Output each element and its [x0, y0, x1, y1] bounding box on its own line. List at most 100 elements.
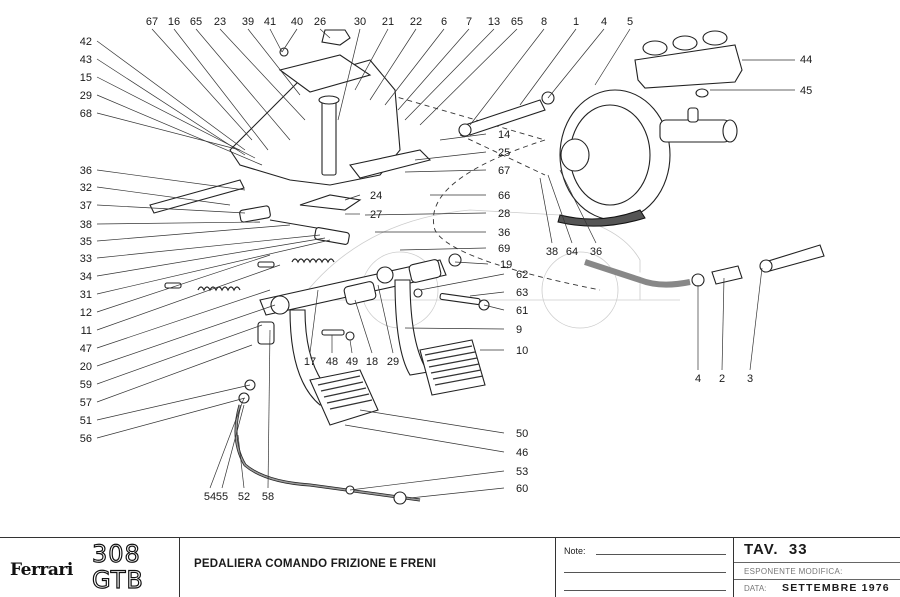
part-callout-9: 9 [516, 324, 522, 336]
part-callout-44: 44 [800, 54, 812, 66]
leader-line [96, 344, 253, 403]
leader-line [439, 133, 487, 141]
leader-line [96, 239, 331, 295]
leader-line [96, 204, 246, 214]
part-callout-57: 57 [80, 397, 92, 409]
part-callout-33: 33 [80, 253, 92, 265]
part-callout-8: 8 [541, 16, 547, 28]
leader-line [344, 424, 505, 453]
assembly-line-3 [459, 134, 546, 176]
leader-line [96, 224, 291, 242]
part-callout-58: 58 [262, 491, 274, 503]
part-callout-7: 7 [466, 16, 472, 28]
part-callout-69: 69 [498, 243, 510, 255]
part-callout-64: 64 [566, 246, 578, 258]
push-rod [458, 91, 555, 137]
part-callout-53: 53 [516, 466, 528, 478]
part-callout-13: 13 [488, 16, 500, 28]
fluid-hose [584, 244, 825, 288]
leader-line [96, 324, 263, 385]
part-callout-6: 6 [441, 16, 447, 28]
model-name-logo: GTB [91, 566, 144, 594]
leader-line [364, 212, 487, 216]
leader-line [267, 329, 271, 489]
leader-line [397, 28, 470, 111]
notes-line-2 [564, 572, 726, 573]
revision-label: ESPONENTE MODIFICA: [744, 567, 843, 576]
part-callout-15: 15 [80, 72, 92, 84]
part-callout-26: 26 [314, 16, 326, 28]
part-callout-25: 25 [498, 147, 510, 159]
leader-line [209, 397, 245, 489]
leader-line [469, 291, 505, 297]
part-callout-36: 36 [80, 165, 92, 177]
leader-line [594, 28, 631, 86]
sheet-number: TAV. 33 [744, 541, 808, 558]
leader-line [419, 273, 505, 291]
part-callout-38: 38 [80, 219, 92, 231]
part-callout-29: 29 [80, 90, 92, 102]
leader-line [539, 177, 553, 244]
part-callout-43: 43 [80, 54, 92, 66]
part-callout-17: 17 [304, 356, 316, 368]
part-callout-68: 68 [80, 108, 92, 120]
leader-line [96, 40, 246, 151]
part-callout-27: 27 [370, 209, 382, 221]
part-callout-4: 4 [601, 16, 607, 28]
part-callout-35: 35 [80, 236, 92, 248]
leader-line [281, 28, 298, 53]
part-callout-37: 37 [80, 200, 92, 212]
leader-line [384, 28, 445, 106]
leader-line [354, 299, 373, 354]
leader-line [409, 487, 505, 499]
part-callout-36: 36 [498, 227, 510, 239]
part-callout-20: 20 [80, 361, 92, 373]
brake-pedal [394, 279, 486, 396]
notes-line-1 [596, 554, 726, 555]
part-callout-65: 65 [511, 16, 523, 28]
leader-line [247, 28, 301, 96]
part-callout-18: 18 [366, 356, 378, 368]
part-callout-3: 3 [747, 373, 753, 385]
part-callout-67: 67 [146, 16, 158, 28]
pedal-box-housing [229, 54, 432, 186]
fluid-reservoir [634, 30, 743, 98]
part-callout-36: 36 [590, 246, 602, 258]
leader-line [319, 28, 331, 39]
leader-line [96, 237, 326, 277]
part-callout-2: 2 [719, 373, 725, 385]
part-callout-11: 11 [81, 325, 92, 337]
leader-line [354, 28, 389, 91]
model-number-logo: 308 [91, 540, 141, 568]
part-callout-39: 39 [242, 16, 254, 28]
part-callout-14: 14 [498, 129, 510, 141]
leader-line [96, 94, 263, 166]
part-callout-21: 21 [382, 16, 394, 28]
part-callout-10: 10 [516, 345, 528, 357]
leader-line [173, 28, 269, 151]
leader-line [404, 28, 495, 121]
leader-line [399, 247, 487, 251]
part-callout-24: 24 [370, 190, 382, 202]
part-callout-5: 5 [627, 16, 633, 28]
part-callout-34: 34 [80, 271, 92, 283]
leader-line [96, 221, 261, 225]
leader-line [519, 28, 577, 106]
divider [734, 579, 900, 580]
leader-line [483, 304, 505, 311]
leader-line [377, 284, 394, 354]
part-callout-16: 16 [168, 16, 180, 28]
part-callout-54: 54 [204, 491, 216, 503]
part-callout-48: 48 [326, 356, 338, 368]
leader-line [454, 261, 489, 265]
part-callout-45: 45 [800, 85, 812, 97]
part-callout-19: 19 [500, 259, 512, 271]
leader-line [359, 409, 505, 434]
leader-line [96, 234, 321, 259]
leader-line [96, 186, 231, 206]
bolts [279, 29, 490, 341]
part-callout-65: 65 [190, 16, 202, 28]
leader-line [547, 28, 605, 99]
